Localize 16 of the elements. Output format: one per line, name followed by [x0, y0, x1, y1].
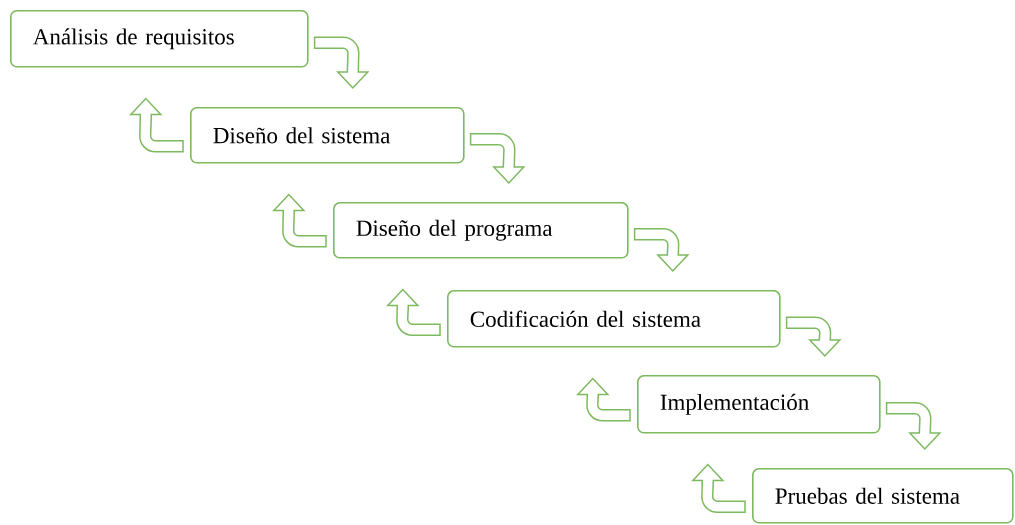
process-box: Implementación — [637, 375, 881, 434]
block-arrow — [885, 402, 941, 450]
block-arrow — [387, 288, 441, 337]
block-arrow — [633, 228, 689, 272]
process-box: Análisis de requisitos — [10, 10, 309, 68]
block-arrow — [577, 377, 631, 422]
process-box: Pruebas del sistema — [752, 468, 1014, 524]
process-box: Codificación del sistema — [447, 290, 781, 348]
block-arrow — [130, 97, 184, 153]
block-arrow — [785, 316, 841, 357]
process-box: Diseño del sistema — [190, 107, 465, 164]
block-arrow — [273, 193, 327, 248]
block-arrow — [692, 463, 746, 514]
process-box: Diseño del programa — [333, 202, 629, 259]
block-arrow — [313, 36, 369, 89]
block-arrow — [469, 133, 525, 184]
